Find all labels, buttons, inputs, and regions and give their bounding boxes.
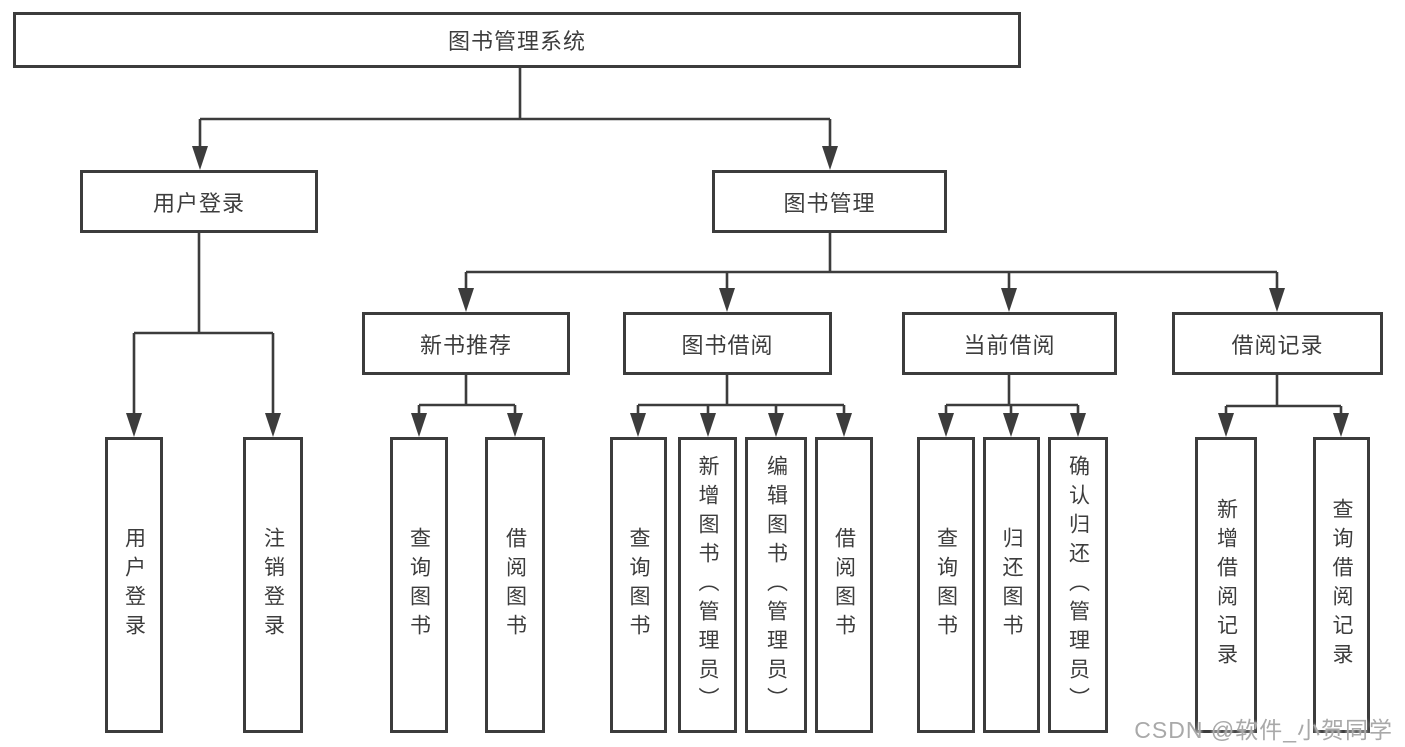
leaf-borrow-book: 借阅图书 bbox=[815, 437, 873, 733]
leaf-record-add-label: 新增借阅记录 bbox=[1214, 498, 1238, 672]
leaf-logout: 注销登录 bbox=[243, 437, 303, 733]
leaf-newbook-query-label: 查询图书 bbox=[407, 527, 431, 643]
leaf-logout-label: 注销登录 bbox=[261, 527, 285, 643]
leaf-record-add: 新增借阅记录 bbox=[1195, 437, 1257, 733]
node-new-book-recommend-label: 新书推荐 bbox=[419, 332, 512, 358]
leaf-user-login: 用户登录 bbox=[105, 437, 163, 733]
csdn-watermark: CSDN @软件_小贺同学 bbox=[1134, 717, 1393, 743]
leaf-current-return-label: 归还图书 bbox=[1000, 527, 1023, 643]
node-user-login: 用户登录 bbox=[80, 170, 318, 233]
leaf-current-confirm-admin: 确认归还（管理员） bbox=[1048, 437, 1108, 733]
leaf-newbook-query: 查询图书 bbox=[390, 437, 448, 733]
leaf-newbook-borrow-label: 借阅图书 bbox=[503, 527, 527, 643]
leaf-current-query-label: 查询图书 bbox=[934, 527, 958, 643]
leaf-current-return: 归还图书 bbox=[983, 437, 1040, 733]
node-borrow-records: 借阅记录 bbox=[1172, 312, 1383, 375]
node-book-management: 图书管理 bbox=[712, 170, 947, 233]
node-book-management-label: 图书管理 bbox=[783, 190, 876, 216]
node-borrow-records-label: 借阅记录 bbox=[1231, 332, 1324, 358]
node-current-borrow: 当前借阅 bbox=[902, 312, 1117, 375]
node-book-borrow-label: 图书借阅 bbox=[681, 332, 774, 358]
leaf-user-login-label: 用户登录 bbox=[122, 527, 146, 643]
leaf-borrow-edit-admin: 编辑图书（管理员） bbox=[745, 437, 807, 733]
node-root: 图书管理系统 bbox=[13, 12, 1021, 68]
node-new-book-recommend: 新书推荐 bbox=[362, 312, 570, 375]
leaf-current-confirm-admin-label: 确认归还（管理员） bbox=[1066, 454, 1090, 716]
leaf-newbook-borrow: 借阅图书 bbox=[485, 437, 545, 733]
node-user-login-label: 用户登录 bbox=[152, 190, 245, 216]
leaf-current-query: 查询图书 bbox=[917, 437, 975, 733]
leaf-borrow-add-admin: 新增图书（管理员） bbox=[678, 437, 737, 733]
node-root-label: 图书管理系统 bbox=[447, 29, 586, 54]
leaf-borrow-book-label: 借阅图书 bbox=[832, 527, 856, 643]
leaf-borrow-query-label: 查询图书 bbox=[627, 527, 650, 643]
node-book-borrow: 图书借阅 bbox=[623, 312, 832, 375]
leaf-record-query: 查询借阅记录 bbox=[1313, 437, 1370, 733]
leaf-borrow-edit-admin-label: 编辑图书（管理员） bbox=[764, 454, 788, 716]
node-current-borrow-label: 当前借阅 bbox=[963, 332, 1056, 358]
leaf-record-query-label: 查询借阅记录 bbox=[1330, 498, 1353, 672]
leaf-borrow-add-admin-label: 新增图书（管理员） bbox=[696, 454, 719, 716]
leaf-borrow-query: 查询图书 bbox=[610, 437, 667, 733]
